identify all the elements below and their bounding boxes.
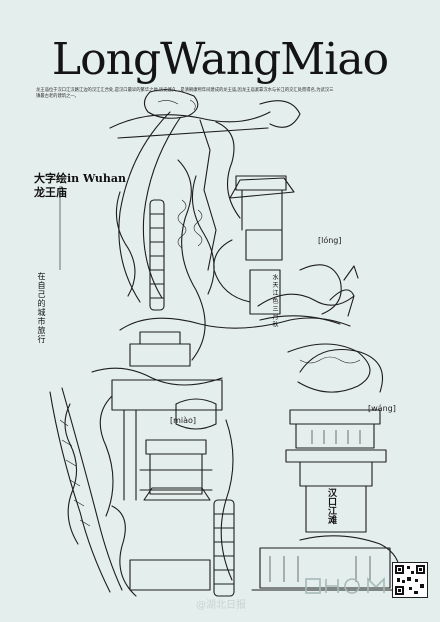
newspaper-logo-icon — [304, 575, 388, 597]
qr-code — [392, 562, 428, 598]
stele-inscription: 水 天 江 色 三 月 秋 — [271, 274, 278, 328]
intro-paragraph: 龙王庙位于汉口江汉路江边的汉江汇合处,是汉口最早的繁华之地,历史悠久...是清朝… — [36, 88, 334, 100]
subtitle-line-1: 大字绘in Wuhan — [34, 172, 127, 185]
watermark-text: @湖北日报 — [196, 600, 246, 611]
poster-title: LongWangMiao — [51, 34, 389, 85]
vertical-caption: 在自己的城市旅行 — [37, 272, 46, 344]
subtitle-line-2: 龙王庙 — [34, 186, 67, 199]
pavilion-sign: 汉口江滩 — [326, 488, 336, 524]
pinyin-wang: [wáng] — [368, 404, 396, 413]
pinyin-miao: [miào] — [170, 416, 197, 425]
subtitle: 大字绘in Wuhan 龙王庙 — [34, 172, 126, 200]
pinyin-long: [lóng] — [318, 236, 342, 245]
